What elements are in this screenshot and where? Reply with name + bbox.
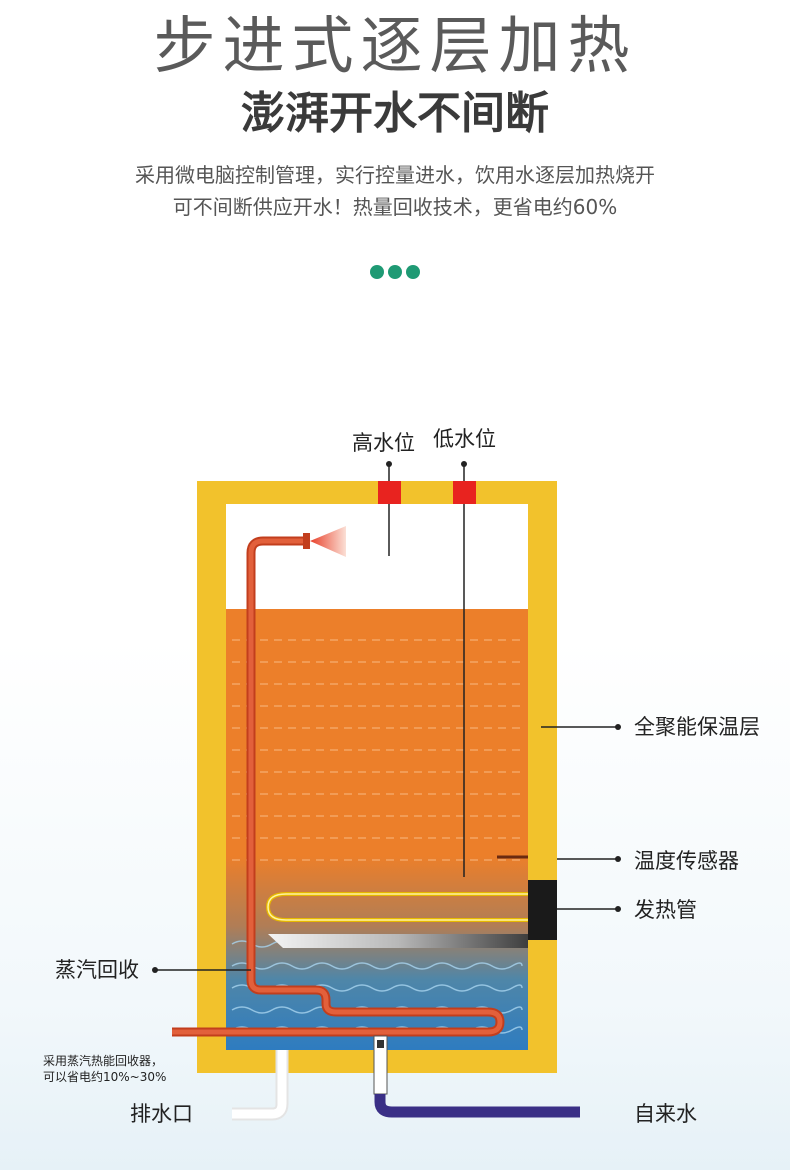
label-temperature-sensor: 温度传感器	[634, 849, 739, 873]
low-level-sensor	[453, 481, 476, 504]
tank-water	[226, 609, 528, 1050]
high-level-sensor	[378, 481, 401, 504]
steam-spray	[310, 526, 346, 557]
label-insulation-layer: 全聚能保温层	[634, 715, 760, 739]
pagination-dots	[0, 265, 790, 279]
steam-note-line-2: 可以省电约10%~30%	[43, 1070, 167, 1084]
subheadline: 澎湃开水不间断	[241, 88, 549, 139]
water-ripples	[232, 639, 522, 861]
tap-water-inlet-pipe	[374, 1094, 580, 1118]
headline: 步进式逐层加热	[153, 9, 637, 82]
dot-2	[388, 265, 402, 279]
label-drain-outlet: 排水口	[130, 1102, 193, 1126]
heating-rod	[268, 934, 528, 948]
dot-1	[370, 265, 384, 279]
description-line-1: 采用微电脑控制管理，实行控量进水，饮用水逐层加热烧开	[135, 163, 655, 187]
spray-nozzle	[303, 533, 310, 549]
label-tap-water: 自来水	[634, 1102, 697, 1126]
tank-air-space	[226, 504, 528, 611]
heating-tube-mount	[528, 880, 557, 940]
description-line-2: 可不间断供应开水！热量回收技术，更省电约60%	[172, 195, 618, 219]
steam-note-line-1: 采用蒸汽热能回收器，	[43, 1054, 164, 1068]
label-heating-tube: 发热管	[634, 898, 697, 922]
label-low-water-level: 低水位	[433, 427, 496, 451]
label-high-water-level: 高水位	[352, 431, 415, 455]
dot-3	[406, 265, 420, 279]
label-steam-recovery: 蒸汽回收	[55, 958, 139, 982]
